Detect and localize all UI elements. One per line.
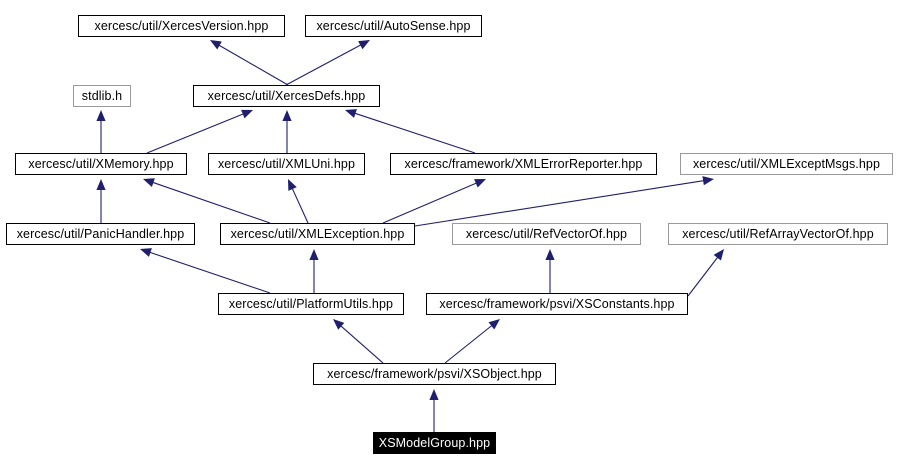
graph-edge-panichandler-to-xmemory bbox=[96, 179, 106, 223]
graph-edge-xsobject-to-xsconstants bbox=[444, 319, 500, 364]
graph-edge-xmlexception-to-xmluni bbox=[288, 179, 309, 224]
graph-node-xmemory[interactable]: xercesc/util/XMemory.hpp bbox=[15, 153, 187, 175]
graph-edge-xmlexception-to-xmlexceptmsgs bbox=[414, 176, 714, 227]
graph-edge-xsconstants-to-refvectorof bbox=[545, 249, 555, 293]
graph-node-xmluni[interactable]: xercesc/util/XMLUni.hpp bbox=[208, 153, 365, 175]
graph-node-platformutils[interactable]: xercesc/util/PlatformUtils.hpp bbox=[218, 293, 404, 315]
graph-node-xsmodelgroup: XSModelGroup.hpp bbox=[373, 432, 496, 454]
graph-edge-xmemory-to-stdlib bbox=[96, 110, 106, 153]
graph-node-xsconstants[interactable]: xercesc/framework/psvi/XSConstants.hpp bbox=[426, 293, 688, 315]
graph-edge-xercesdefs-to-xercesversion bbox=[210, 40, 289, 86]
graph-node-xsobject[interactable]: xercesc/framework/psvi/XSObject.hpp bbox=[313, 363, 556, 385]
graph-edge-platformutils-to-xmlexception bbox=[309, 249, 319, 293]
graph-edge-xmlexception-to-xmemory bbox=[143, 178, 271, 224]
graph-edge-xercesdefs-to-autosense bbox=[285, 40, 370, 86]
graph-edge-xsmodelgroup-to-xsobject bbox=[429, 389, 439, 432]
graph-edge-platformutils-to-panichandler bbox=[140, 248, 271, 294]
graph-edge-xsconstants-to-refarrayvectorof bbox=[687, 249, 724, 297]
graph-node-xercesdefs[interactable]: xercesc/util/XercesDefs.hpp bbox=[193, 85, 380, 107]
graph-node-xmlexception[interactable]: xercesc/util/XMLException.hpp bbox=[220, 223, 415, 245]
graph-edge-xsobject-to-platformutils bbox=[333, 319, 384, 364]
graph-node-xmlexceptmsgs[interactable]: xercesc/util/XMLExceptMsgs.hpp bbox=[680, 153, 893, 175]
graph-edge-xmluni-to-xercesdefs bbox=[282, 110, 292, 153]
graph-edge-xmlerrorreporter-to-xercesdefs bbox=[345, 109, 476, 154]
graph-edge-xmemory-to-xercesdefs bbox=[146, 109, 253, 154]
graph-node-stdlib[interactable]: stdlib.h bbox=[73, 85, 131, 107]
graph-node-refarrayvectorof[interactable]: xercesc/util/RefArrayVectorOf.hpp bbox=[668, 223, 888, 245]
graph-node-refvectorof[interactable]: xercesc/util/RefVectorOf.hpp bbox=[452, 223, 641, 245]
graph-node-autosense[interactable]: xercesc/util/AutoSense.hpp bbox=[305, 15, 482, 37]
graph-node-xmlerrorreporter[interactable]: xercesc/framework/XMLErrorReporter.hpp bbox=[390, 153, 657, 175]
graph-node-panichandler[interactable]: xercesc/util/PanicHandler.hpp bbox=[6, 223, 195, 245]
graph-edge-xmlexception-to-xmlerrorreporter bbox=[382, 179, 486, 224]
graph-node-xercesversion[interactable]: xercesc/util/XercesVersion.hpp bbox=[78, 15, 285, 37]
